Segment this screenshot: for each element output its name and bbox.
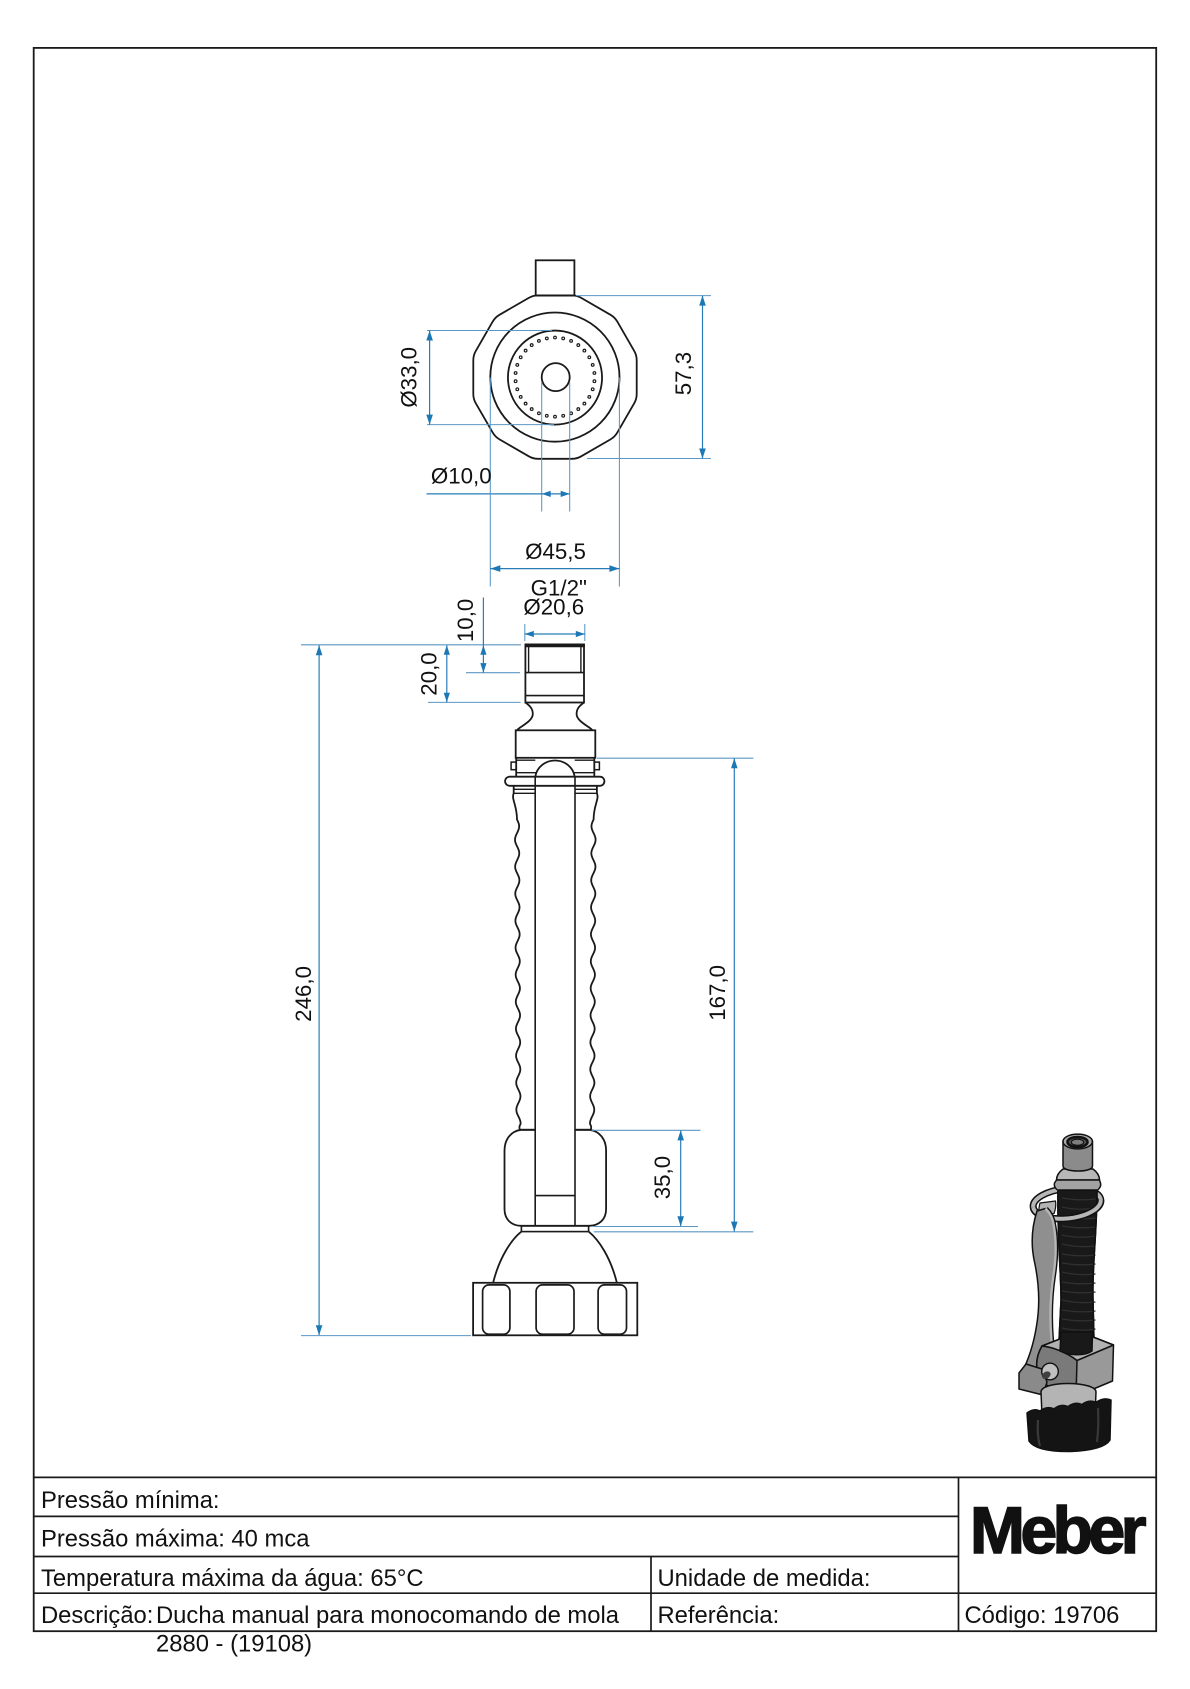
svg-text:Meber: Meber xyxy=(970,1493,1146,1567)
svg-text:35,0: 35,0 xyxy=(650,1156,675,1199)
svg-text:Referência:: Referência: xyxy=(658,1602,780,1629)
svg-text:Código: 19706: Código: 19706 xyxy=(965,1602,1120,1629)
svg-text:57,3: 57,3 xyxy=(671,352,696,395)
svg-text:G1/2": G1/2" xyxy=(531,575,587,600)
svg-text:246,0: 246,0 xyxy=(291,966,316,1022)
svg-text:Ø20,6: Ø20,6 xyxy=(523,595,584,620)
svg-text:Unidade de medida:: Unidade de medida: xyxy=(658,1565,871,1592)
svg-text:Ø10,0: Ø10,0 xyxy=(431,464,492,489)
svg-text:Ø33,0: Ø33,0 xyxy=(397,347,422,408)
svg-text:Ø45,5: Ø45,5 xyxy=(525,539,586,564)
svg-text:167,0: 167,0 xyxy=(705,965,730,1021)
svg-text:Pressão máxima: 40 mca: Pressão máxima: 40 mca xyxy=(41,1526,310,1553)
svg-text:20,0: 20,0 xyxy=(416,652,441,695)
svg-text:Temperatura máxima da água: 65: Temperatura máxima da água: 65°C xyxy=(41,1565,424,1592)
svg-text:Pressão mínima:: Pressão mínima: xyxy=(41,1487,220,1514)
svg-text:10,0: 10,0 xyxy=(453,599,478,642)
svg-text:2880 - (19108): 2880 - (19108) xyxy=(156,1631,312,1658)
svg-text:Descrição:: Descrição: xyxy=(41,1602,153,1629)
svg-text:Ducha manual para monocomando: Ducha manual para monocomando de mola xyxy=(156,1602,620,1629)
